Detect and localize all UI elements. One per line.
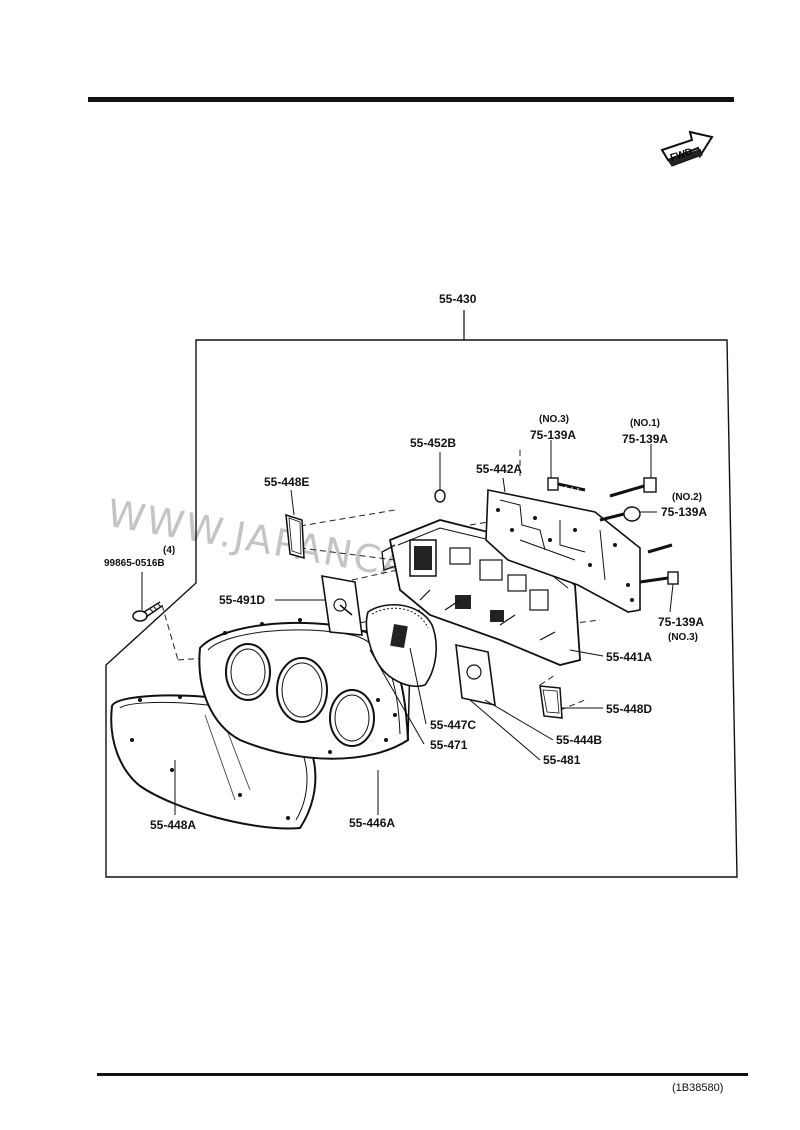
label-75-139A-no2: 75-139A xyxy=(661,505,707,519)
label-55-481: 55-481 xyxy=(543,753,581,767)
label-55-447C: 55-447C xyxy=(430,718,476,732)
meter-housing-drawing xyxy=(198,618,411,760)
label-75-139A-no2-note: (NO.2) xyxy=(672,492,702,503)
fwd-arrow-icon: FWD xyxy=(660,130,714,167)
label-55-442A: 55-442A xyxy=(476,462,522,476)
label-55-441A: 55-441A xyxy=(606,650,652,664)
socket-bulb-icons xyxy=(547,477,679,585)
footer-rule xyxy=(97,1073,748,1076)
label-75-139A-no3-bottom: 75-139A xyxy=(658,615,704,629)
label-55-444B: 55-444B xyxy=(556,733,602,747)
label-55-452B: 55-452B xyxy=(410,436,456,450)
bulb-icon xyxy=(434,489,446,503)
figure-code: (1B38580) xyxy=(672,1082,723,1094)
label-55-446A: 55-446A xyxy=(349,816,395,830)
label-99865-0516B-qty: (4) xyxy=(163,545,175,556)
leader-lines xyxy=(141,440,674,815)
assembly-label: 55-430 xyxy=(439,292,477,306)
screw-icon xyxy=(132,601,163,622)
label-99865-0516B: 99865-0516B xyxy=(104,558,165,569)
label-75-139A-no1: 75-139A xyxy=(622,432,668,446)
label-55-448A: 55-448A xyxy=(150,818,196,832)
label-75-139A-no3-top-note: (NO.3) xyxy=(539,414,569,425)
gasket-d-drawing xyxy=(539,685,563,719)
gasket-e-drawing xyxy=(285,513,305,560)
label-75-139A-no1-note: (NO.1) xyxy=(630,418,660,429)
header-rule xyxy=(88,97,734,102)
label-55-448E: 55-448E xyxy=(264,475,309,489)
tachometer-unit-drawing xyxy=(321,575,363,636)
assembly-frame xyxy=(105,310,738,878)
label-55-448D: 55-448D xyxy=(606,702,652,716)
label-75-139A-no3-top: 75-139A xyxy=(530,428,576,442)
label-55-491D: 55-491D xyxy=(219,593,265,607)
fuel-gauge-drawing xyxy=(455,643,496,707)
label-75-139A-no3-bottom-note: (NO.3) xyxy=(668,632,698,643)
speedometer-dial-drawing xyxy=(365,603,437,687)
label-55-471: 55-471 xyxy=(430,738,468,752)
